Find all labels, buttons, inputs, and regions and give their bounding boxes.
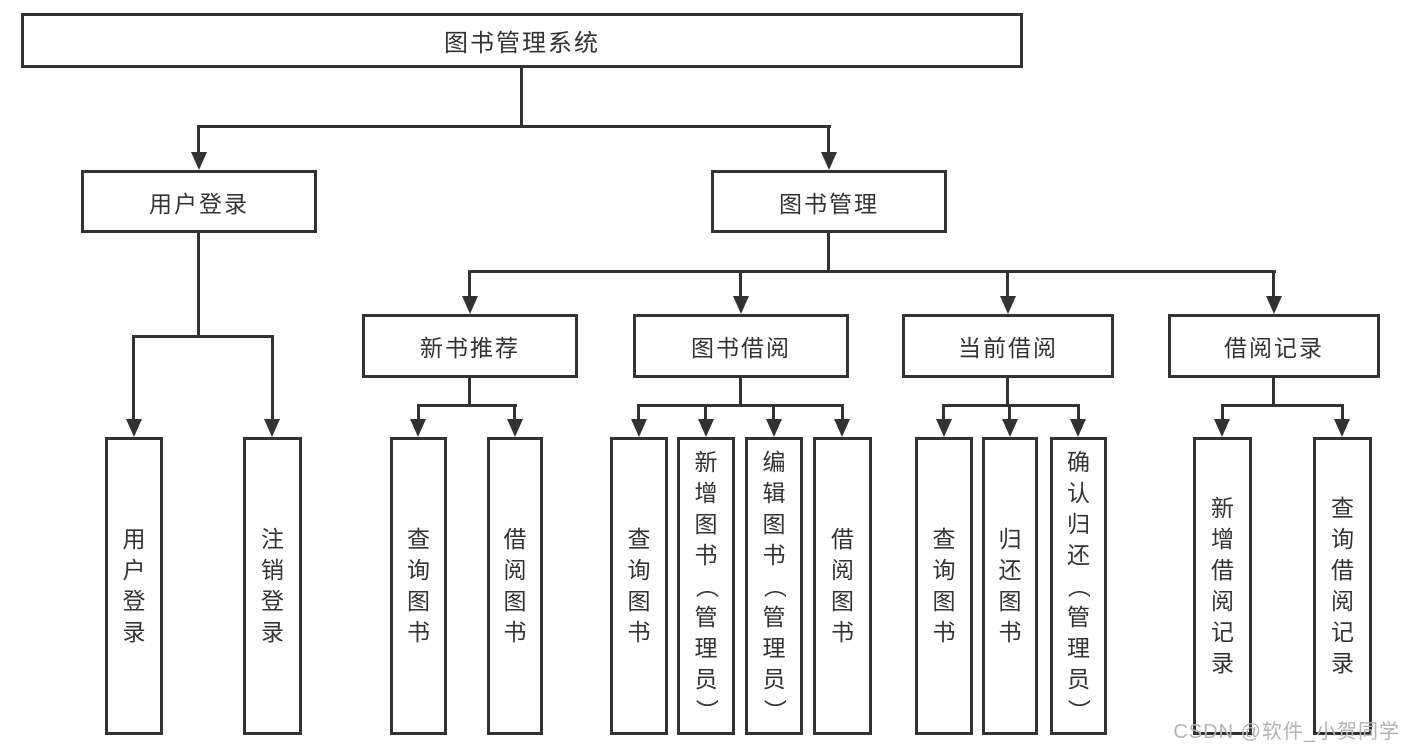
edge-new-book-child <box>513 404 516 420</box>
leaf-query-books-recommend: 查询图书 <box>390 437 447 735</box>
leaf-edit-books-admin: 编辑图书（管理员） <box>745 437 803 735</box>
leaf-query-borrow-record-label: 查询借阅记录 <box>1331 495 1354 676</box>
edge-book-mgmt-stem <box>827 233 830 272</box>
edge-user-login-child <box>271 335 274 420</box>
arrow-down-icon <box>507 419 523 437</box>
leaf-return-books-label: 归还图书 <box>998 526 1022 645</box>
arrow-down-icon <box>936 419 952 437</box>
edge-user-login-child <box>132 335 135 420</box>
node-user-login: 用户登录 <box>81 170 317 233</box>
edge-book-borrow-child <box>704 404 707 420</box>
arrow-down-icon <box>1266 296 1282 314</box>
edge-book-mgmt-child <box>739 270 742 298</box>
node-current-borrow: 当前借阅 <box>902 314 1114 378</box>
leaf-return-books: 归还图书 <box>982 437 1038 735</box>
leaf-query-books-current-label: 查询图书 <box>932 526 956 645</box>
edge-book-mgmt-child <box>1006 270 1009 298</box>
edge-borrow-records-bar <box>1221 404 1344 407</box>
edge-book-mgmt-child <box>1272 270 1275 298</box>
leaf-borrow-books: 借阅图书 <box>813 437 872 735</box>
arrow-down-icon <box>834 419 850 437</box>
leaf-query-books-current: 查询图书 <box>915 437 973 735</box>
leaf-query-borrow-record: 查询借阅记录 <box>1313 437 1372 735</box>
edge-new-book-child <box>417 404 420 420</box>
leaf-borrow-books-label: 借阅图书 <box>831 526 854 645</box>
node-new-book-recommend-label: 新书推荐 <box>420 335 520 361</box>
edge-user-login-bar <box>132 335 274 338</box>
edge-new-book-stem <box>468 378 471 406</box>
arrow-down-icon <box>462 296 478 314</box>
edge-current-borrow-bar <box>942 404 1080 407</box>
leaf-add-books-admin: 新增图书（管理员） <box>677 437 735 735</box>
arrow-down-icon <box>264 419 280 437</box>
edge-borrow-records-child <box>1221 404 1224 420</box>
edge-book-borrow-child <box>772 404 775 420</box>
leaf-add-books-admin-label: 新增图书（管理员） <box>693 448 720 722</box>
arrow-down-icon <box>733 296 749 314</box>
edge-book-borrow-child <box>841 404 844 420</box>
leaf-query-books-borrow: 查询图书 <box>610 437 668 735</box>
edge-borrow-records-stem <box>1272 378 1275 406</box>
leaf-logout-login: 注销登录 <box>243 437 302 735</box>
edge-user-login-stem <box>197 233 200 337</box>
edge-book-borrow-stem <box>739 378 742 406</box>
arrow-down-icon <box>1214 419 1230 437</box>
edge-root-to-user-login <box>197 125 200 154</box>
arrow-down-icon <box>821 152 837 170</box>
leaf-user-login: 用户登录 <box>105 437 163 735</box>
edge-current-borrow-stem <box>1006 378 1009 406</box>
leaf-add-borrow-record: 新增借阅记录 <box>1193 437 1252 735</box>
edge-borrow-records-child <box>1341 404 1344 420</box>
leaf-user-login-label: 用户登录 <box>122 526 146 645</box>
edge-book-borrow-bar <box>637 404 844 407</box>
edge-current-borrow-child <box>1077 404 1080 420</box>
arrow-down-icon <box>1002 419 1018 437</box>
leaf-add-borrow-record-label: 新增借阅记录 <box>1211 495 1234 676</box>
leaf-confirm-return-admin-label: 确认归还（管理员） <box>1066 448 1092 722</box>
leaf-query-books-recommend-label: 查询图书 <box>407 526 430 645</box>
arrow-down-icon <box>1070 419 1086 437</box>
arrow-down-icon <box>126 419 142 437</box>
node-new-book-recommend: 新书推荐 <box>362 314 578 378</box>
leaf-query-books-borrow-label: 查询图书 <box>627 526 651 645</box>
arrow-down-icon <box>1334 419 1350 437</box>
node-root: 图书管理系统 <box>21 13 1023 68</box>
arrow-down-icon <box>698 419 714 437</box>
edge-book-mgmt-bar <box>468 270 1276 273</box>
arrow-down-icon <box>1000 296 1016 314</box>
edge-root-bar <box>197 125 831 128</box>
node-book-borrow: 图书借阅 <box>633 314 849 378</box>
edge-current-borrow-child <box>942 404 945 420</box>
node-user-login-label: 用户登录 <box>149 190 249 217</box>
leaf-logout-login-label: 注销登录 <box>261 526 284 645</box>
arrow-down-icon <box>410 419 426 437</box>
arrow-down-icon <box>191 152 207 170</box>
node-root-label: 图书管理系统 <box>444 30 600 57</box>
node-borrow-records: 借阅记录 <box>1168 314 1380 378</box>
arrow-down-icon <box>631 419 647 437</box>
edge-current-borrow-child <box>1008 404 1011 420</box>
leaf-borrow-books-recommend-label: 借阅图书 <box>503 526 527 645</box>
csdn-watermark: CSDN @软件_小贺同学 <box>1173 721 1400 743</box>
node-book-management: 图书管理 <box>711 170 947 233</box>
node-book-management-label: 图书管理 <box>779 190 879 217</box>
leaf-confirm-return-admin: 确认归还（管理员） <box>1050 437 1107 735</box>
leaf-edit-books-admin-label: 编辑图书（管理员） <box>761 448 788 722</box>
edge-new-book-bar <box>417 404 517 407</box>
edge-book-mgmt-child <box>468 270 471 298</box>
node-current-borrow-label: 当前借阅 <box>958 335 1058 361</box>
leaf-borrow-books-recommend: 借阅图书 <box>487 437 543 735</box>
node-borrow-records-label: 借阅记录 <box>1224 335 1324 361</box>
arrow-down-icon <box>766 419 782 437</box>
node-book-borrow-label: 图书借阅 <box>691 335 791 361</box>
edge-book-borrow-child <box>637 404 640 420</box>
edge-root-stem <box>520 68 523 128</box>
edge-root-to-book-mgmt <box>827 125 830 154</box>
